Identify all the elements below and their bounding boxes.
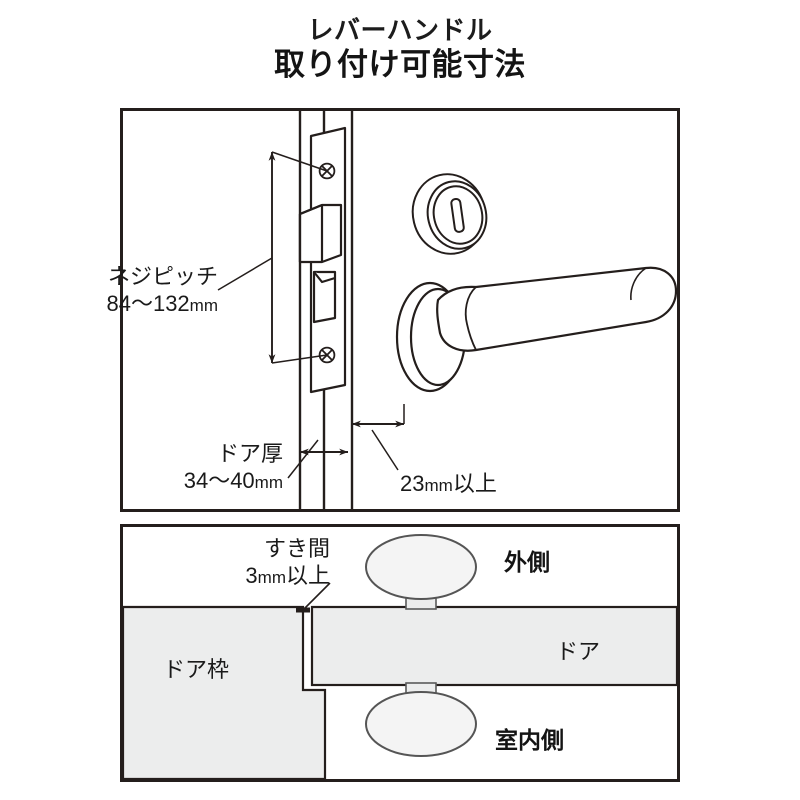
door-label: ドア [556, 639, 601, 664]
clearance-suffix: 以上 [452, 471, 497, 496]
door-thickness-label: ドア厚 34〜40mm [115, 441, 283, 495]
gap-suffix: 以上 [285, 562, 330, 588]
door-thickness-value-row: 34〜40mm [115, 468, 283, 495]
screw-pitch-value-row: 84〜132mm [60, 291, 218, 318]
screw-pitch-unit: mm [189, 295, 218, 315]
clearance-label: 23mm以上 [400, 471, 497, 498]
gap-value-row: 3mm以上 [170, 563, 330, 590]
gap-unit: mm [257, 567, 286, 587]
door-thickness-name: ドア厚 [216, 441, 283, 466]
gap-label: すき間 3mm以上 [170, 536, 330, 590]
clearance-value: 23 [400, 471, 425, 496]
door-thickness-value: 34〜40 [183, 467, 255, 493]
gap-name: すき間 [263, 536, 330, 561]
clearance-unit: mm [424, 476, 453, 495]
diagram-title: レバーハンドル 取り付け可能寸法 [0, 15, 800, 83]
door-frame-label: ドア枠 [163, 657, 230, 682]
screw-pitch-name: ネジピッチ [107, 264, 218, 289]
screw-pitch-value: 84〜132 [106, 290, 190, 316]
title-line-2: 取り付け可能寸法 [274, 47, 526, 83]
outside-label: 外側 [504, 549, 550, 575]
door-thickness-unit: mm [254, 472, 283, 492]
gap-value: 3 [245, 562, 258, 588]
screw-pitch-label: ネジピッチ 84〜132mm [60, 264, 218, 318]
inside-label: 室内側 [495, 727, 564, 753]
title-line-1: レバーハンドル [307, 15, 493, 45]
